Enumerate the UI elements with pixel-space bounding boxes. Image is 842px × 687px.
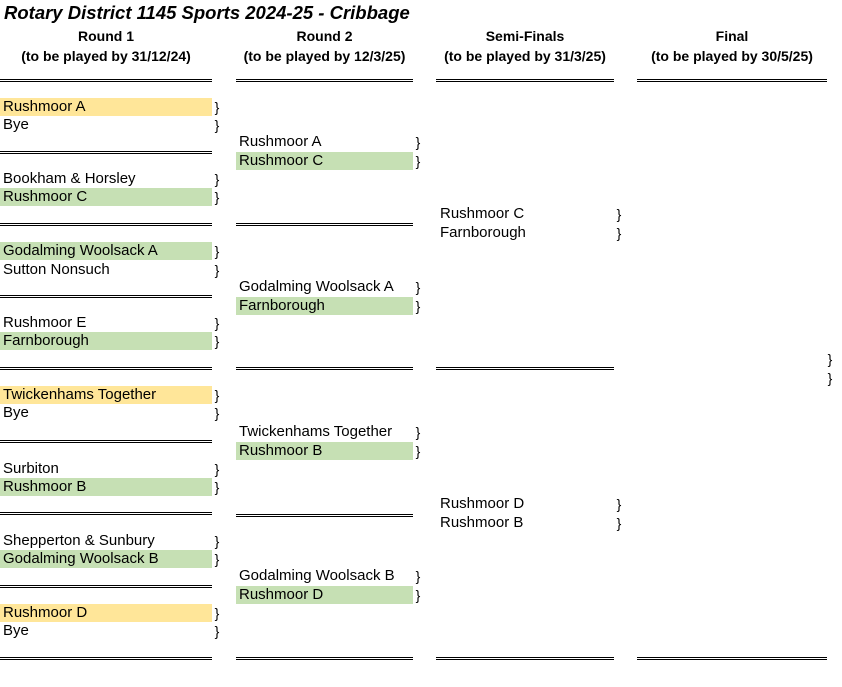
- r2-divider: [236, 514, 413, 517]
- header-rule-round-2: [236, 79, 413, 82]
- r2-divider: [236, 367, 413, 370]
- r1-m7-brace-b: }: [214, 551, 220, 567]
- r2-m2-brace-b: }: [415, 298, 421, 314]
- r1-m7-team-b: Godalming Woolsack B: [0, 550, 212, 568]
- header-final-name: Final: [715, 28, 749, 44]
- r1-m8-team-a: Rushmoor D: [0, 604, 212, 622]
- sf-m1-brace-b: }: [616, 225, 622, 241]
- r2-m2-brace-a: }: [415, 279, 421, 295]
- r1-m7-team-a: Shepperton & Sunbury: [3, 532, 155, 549]
- r1-m1-brace-a: }: [214, 99, 220, 115]
- final-bottom-rule: [637, 657, 827, 660]
- r1-m4-brace-b: }: [214, 333, 220, 349]
- r2-m4-brace-a: }: [415, 568, 421, 584]
- header-rule-semis: [436, 79, 614, 82]
- r1-m5-team-a: Twickenhams Together: [0, 386, 212, 404]
- header-semi-finals-date: (to be played by 31/3/25): [444, 48, 606, 64]
- sf-m1-team-b: Farnborough: [440, 224, 526, 241]
- r2-bottom-rule: [236, 657, 413, 660]
- sf-m1-brace-a: }: [616, 206, 622, 222]
- final-brace-b: }: [827, 370, 833, 386]
- r1-m4-team-b: Farnborough: [0, 332, 212, 350]
- header-round-1: Round 1 (to be played by 31/12/24): [0, 26, 212, 66]
- r1-m3-brace-b: }: [214, 262, 220, 278]
- r1-m2-team-a: Bookham & Horsley: [3, 170, 136, 187]
- r1-divider: [0, 585, 212, 588]
- r1-bottom-rule: [0, 657, 212, 660]
- r1-m3-brace-a: }: [214, 243, 220, 259]
- r1-m4-brace-a: }: [214, 315, 220, 331]
- sheet-title: Rotary District 1145 Sports 2024-25 - Cr…: [4, 2, 410, 23]
- r1-m2-team-b: Rushmoor C: [0, 188, 212, 206]
- header-round-2-date: (to be played by 12/3/25): [243, 48, 406, 64]
- r1-divider: [0, 512, 212, 515]
- r2-divider: [236, 223, 413, 226]
- header-rule-final: [637, 79, 827, 82]
- r2-m4-brace-b: }: [415, 587, 421, 603]
- r1-m5-brace-a: }: [214, 387, 220, 403]
- sf-m2-brace-b: }: [616, 515, 622, 531]
- header-round-1-name: Round 1: [78, 28, 134, 44]
- r1-m8-team-b: Bye: [3, 622, 29, 639]
- sf-m1-team-a: Rushmoor C: [440, 205, 525, 222]
- r2-m1-brace-a: }: [415, 134, 421, 150]
- r1-m8-brace-b: }: [214, 623, 220, 639]
- r2-m2-team-a: Godalming Woolsack A: [239, 278, 394, 295]
- sf-bottom-rule: [436, 657, 614, 660]
- sf-divider: [436, 367, 614, 370]
- r1-m4-team-a: Rushmoor E: [3, 314, 87, 331]
- r1-m5-team-b: Bye: [3, 404, 29, 421]
- r1-m1-team-b: Bye: [3, 116, 29, 133]
- header-round-1-date: (to be played by 31/12/24): [21, 48, 191, 64]
- header-rule-round-1: [0, 79, 212, 82]
- r1-divider: [0, 151, 212, 154]
- sf-m2-team-a: Rushmoor D: [440, 495, 525, 512]
- header-final-date: (to be played by 30/5/25): [651, 48, 813, 64]
- r1-divider: [0, 440, 212, 443]
- r1-divider: [0, 367, 212, 370]
- r1-divider: [0, 295, 212, 298]
- r1-m1-team-a: Rushmoor A: [0, 98, 212, 116]
- r2-m2-team-b: Farnborough: [236, 297, 413, 315]
- header-round-2-name: Round 2: [296, 28, 353, 44]
- header-semi-finals: Semi-Finals (to be played by 31/3/25): [436, 26, 614, 66]
- r1-m3-team-b: Sutton Nonsuch: [3, 261, 110, 278]
- r2-m4-team-a: Godalming Woolsack B: [239, 567, 395, 584]
- header-round-2: Round 2 (to be played by 12/3/25): [236, 26, 413, 66]
- r1-m6-brace-a: }: [214, 461, 220, 477]
- sf-m2-team-b: Rushmoor B: [440, 514, 524, 531]
- r2-m3-team-a: Twickenhams Together: [239, 423, 393, 440]
- header-final: Final (to be played by 30/5/25): [637, 26, 827, 66]
- r1-m2-brace-b: }: [214, 189, 220, 205]
- r1-m2-brace-a: }: [214, 171, 220, 187]
- sf-m2-brace-a: }: [616, 496, 622, 512]
- r2-m4-team-b: Rushmoor D: [236, 586, 413, 604]
- r1-m5-brace-b: }: [214, 405, 220, 421]
- r2-m1-team-a: Rushmoor A: [239, 133, 322, 150]
- r2-m3-brace-b: }: [415, 443, 421, 459]
- r2-m3-brace-a: }: [415, 424, 421, 440]
- r2-m1-team-b: Rushmoor C: [236, 152, 413, 170]
- header-semi-finals-name: Semi-Finals: [485, 28, 565, 44]
- final-brace-a: }: [827, 351, 833, 367]
- r2-m1-brace-b: }: [415, 153, 421, 169]
- r1-m6-brace-b: }: [214, 479, 220, 495]
- r1-m7-brace-a: }: [214, 533, 220, 549]
- r1-m6-team-b: Rushmoor B: [0, 478, 212, 496]
- r1-divider: [0, 223, 212, 226]
- r2-m3-team-b: Rushmoor B: [236, 442, 413, 460]
- r1-m1-brace-b: }: [214, 117, 220, 133]
- r1-m6-team-a: Surbiton: [3, 460, 59, 477]
- r1-m3-team-a: Godalming Woolsack A: [0, 242, 212, 260]
- r1-m8-brace-a: }: [214, 605, 220, 621]
